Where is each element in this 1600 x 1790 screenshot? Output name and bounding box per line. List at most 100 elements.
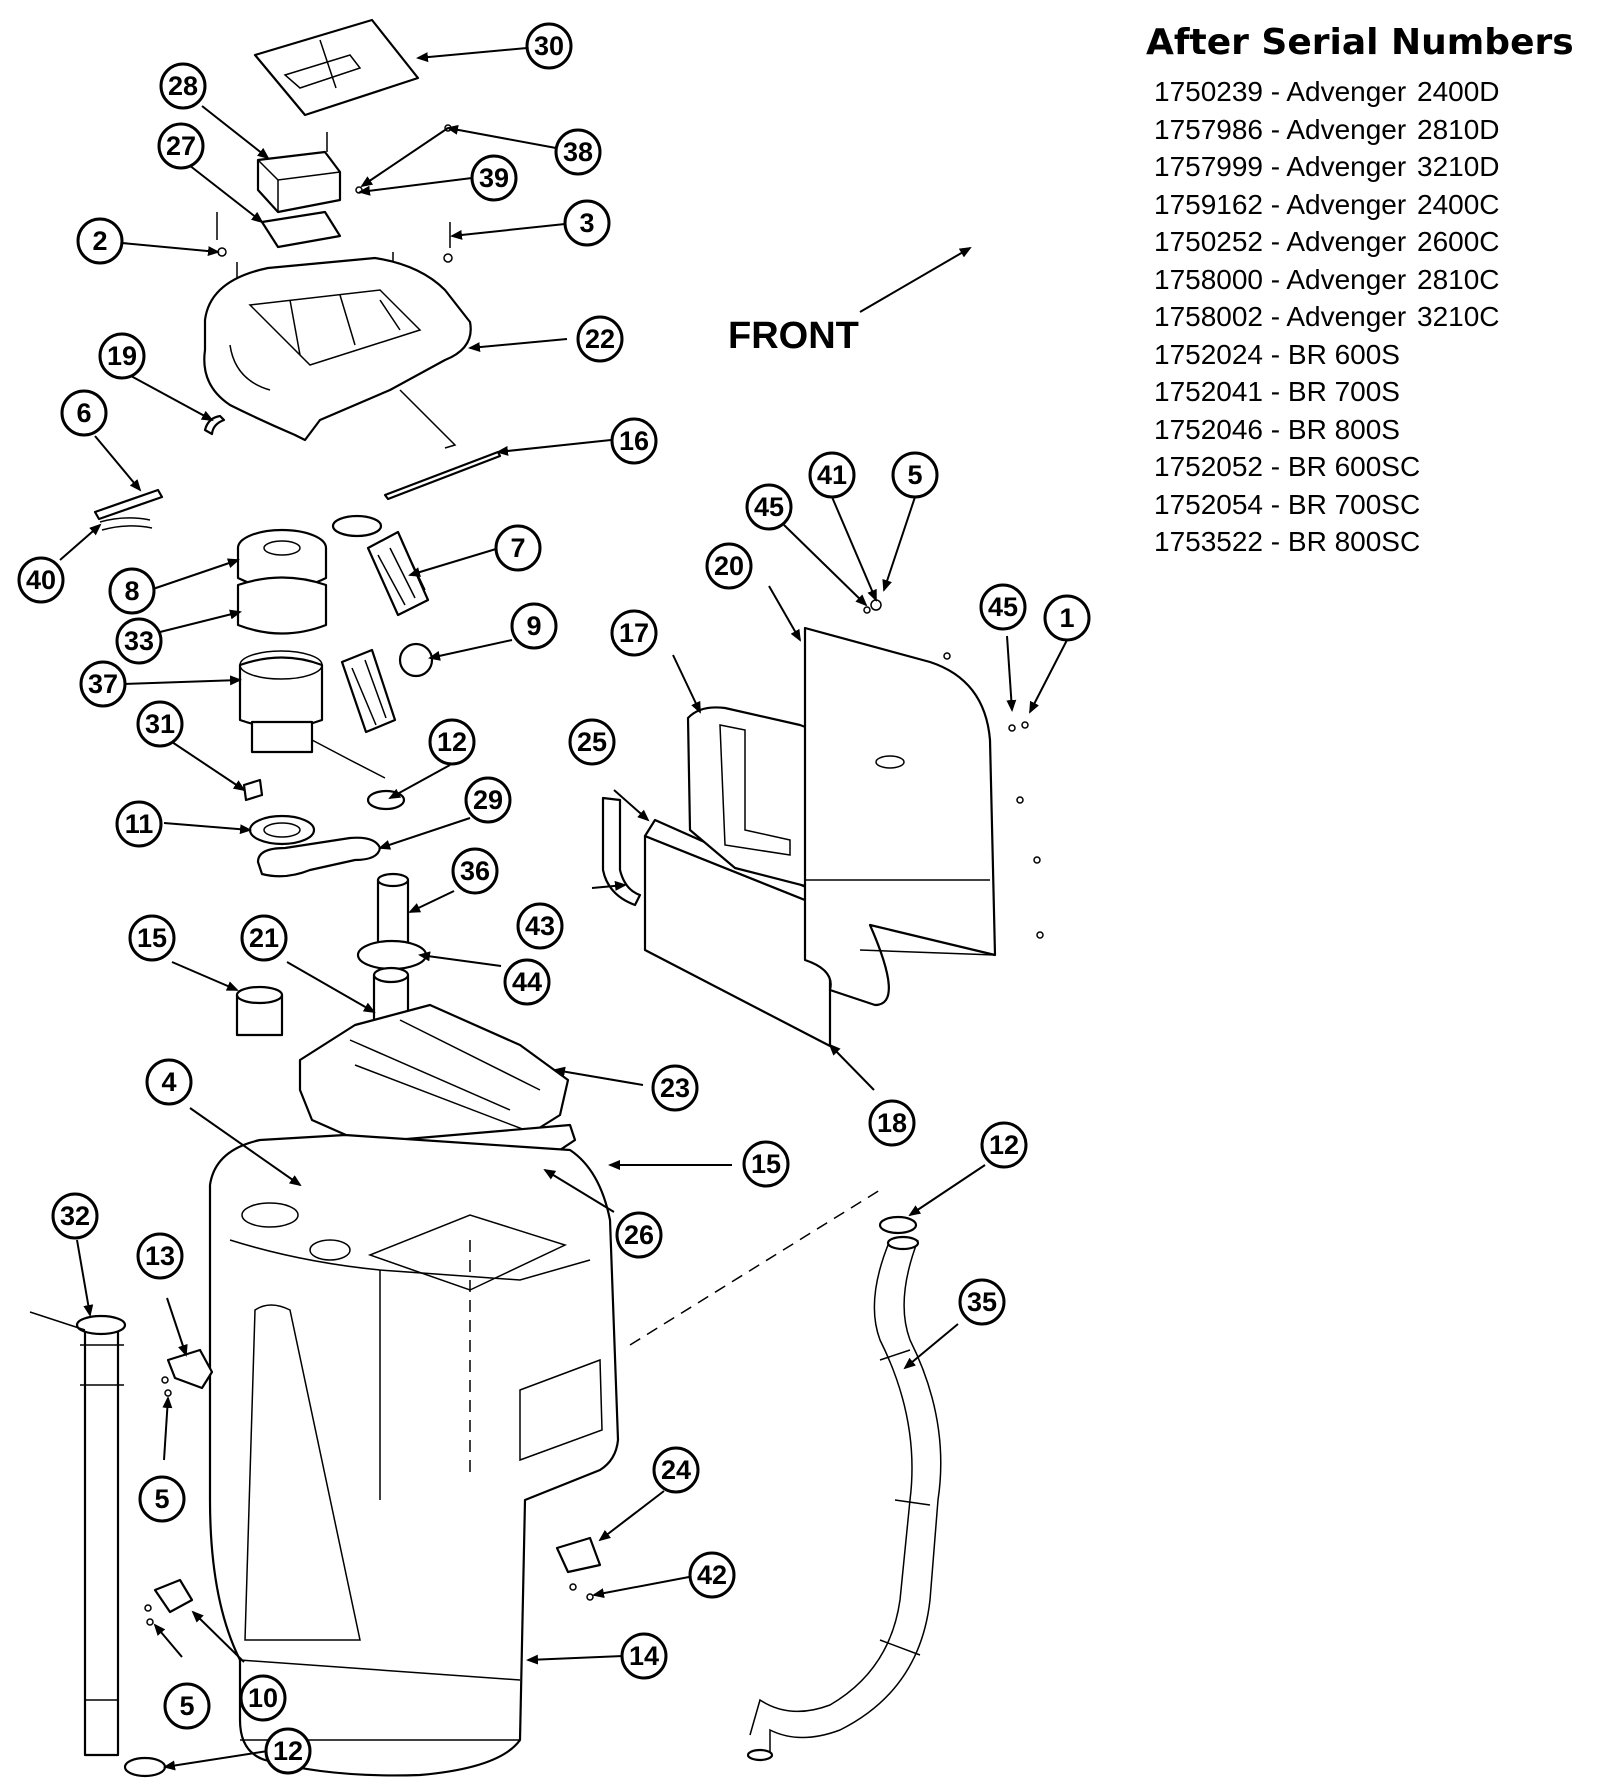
mount-bracket bbox=[555, 1536, 602, 1574]
callout-33: 33 bbox=[115, 617, 163, 665]
serial-row: 1750252 - Advenger 2600C bbox=[1154, 223, 1586, 261]
svg-text:33: 33 bbox=[124, 626, 154, 656]
svg-text:6: 6 bbox=[76, 398, 91, 428]
vacuum-head-housing bbox=[203, 256, 472, 449]
serial-title: After Serial Numbers bbox=[1146, 22, 1574, 63]
serial-desc: 1752046 - BR 800S bbox=[1154, 413, 1400, 445]
svg-text:28: 28 bbox=[168, 71, 198, 101]
callout-39: 39 bbox=[470, 154, 518, 202]
serial-desc: 1752052 - BR 600SC bbox=[1154, 451, 1421, 482]
svg-text:20: 20 bbox=[714, 551, 744, 581]
callout-40: 40 bbox=[17, 556, 65, 604]
callout-13: 13 bbox=[136, 1232, 184, 1280]
float-ball bbox=[398, 642, 434, 678]
svg-text:12: 12 bbox=[989, 1130, 1019, 1160]
hose-routing-dashed-line bbox=[469, 1189, 881, 1480]
svg-text:31: 31 bbox=[145, 709, 175, 739]
rod bbox=[93, 488, 164, 521]
svg-text:45: 45 bbox=[754, 492, 784, 522]
serial-row: 1752024 - BR 600S bbox=[1154, 336, 1586, 374]
svg-text:22: 22 bbox=[585, 324, 615, 354]
serial-model: 2600C bbox=[1417, 226, 1500, 257]
callout-44: 44 bbox=[503, 958, 551, 1006]
float-cylinder bbox=[235, 985, 284, 1037]
callout-5-upper: 5 bbox=[891, 451, 939, 499]
callout-21: 21 bbox=[240, 914, 288, 962]
callout-27: 27 bbox=[157, 122, 205, 170]
svg-text:38: 38 bbox=[563, 137, 593, 167]
back-plate bbox=[803, 626, 997, 1007]
callout-5-mid: 5 bbox=[138, 1475, 186, 1523]
svg-text:5: 5 bbox=[154, 1484, 169, 1514]
svg-text:14: 14 bbox=[629, 1641, 659, 1671]
callout-41: 41 bbox=[808, 451, 856, 499]
callout-38: 38 bbox=[554, 128, 602, 176]
vacuum-motor bbox=[238, 650, 386, 779]
callout-32: 32 bbox=[51, 1192, 99, 1240]
svg-text:11: 11 bbox=[125, 809, 154, 839]
serial-model: 2400C bbox=[1417, 188, 1500, 220]
svg-text:32: 32 bbox=[60, 1201, 90, 1231]
callout-36: 36 bbox=[451, 847, 499, 895]
long-wire bbox=[383, 450, 502, 501]
inlet-tube bbox=[376, 872, 410, 952]
svg-text:42: 42 bbox=[697, 1560, 727, 1590]
serial-desc: 1752041 - BR 700S bbox=[1154, 376, 1400, 407]
svg-text:41: 41 bbox=[817, 460, 847, 490]
part-drawings bbox=[29, 18, 1044, 1778]
upper-bracket bbox=[166, 1348, 214, 1390]
svg-text:15: 15 bbox=[751, 1149, 781, 1179]
callout-29: 29 bbox=[464, 776, 512, 824]
serial-desc: 1757986 - Advenger bbox=[1154, 113, 1407, 145]
serial-row: 1752046 - BR 800S bbox=[1154, 411, 1586, 449]
callout-9: 9 bbox=[510, 602, 558, 650]
filter-screen bbox=[340, 648, 397, 734]
small-hose bbox=[99, 517, 153, 531]
ring bbox=[331, 514, 383, 538]
bent-hose-piece bbox=[203, 414, 226, 436]
bracket-screws bbox=[144, 1376, 172, 1626]
svg-text:23: 23 bbox=[660, 1073, 690, 1103]
svg-text:10: 10 bbox=[248, 1683, 278, 1713]
svg-text:19: 19 bbox=[107, 341, 137, 371]
callout-8: 8 bbox=[108, 567, 156, 615]
leader-lines bbox=[59, 47, 1068, 1771]
callout-15-lower: 15 bbox=[742, 1140, 790, 1188]
callout-37: 37 bbox=[79, 660, 127, 708]
callout-18: 18 bbox=[868, 1099, 916, 1147]
serial-row: 1753522 - BR 800SC bbox=[1154, 523, 1586, 561]
drain-hose-clamp bbox=[123, 1756, 167, 1778]
serial-row: 1752052 - BR 600SC bbox=[1154, 448, 1586, 486]
callout-42: 42 bbox=[688, 1551, 736, 1599]
serial-desc: 1750252 - Advenger bbox=[1154, 226, 1407, 257]
svg-text:15: 15 bbox=[137, 923, 167, 953]
callout-28: 28 bbox=[159, 62, 207, 110]
svg-text:5: 5 bbox=[907, 460, 922, 490]
callout-10: 10 bbox=[239, 1674, 287, 1722]
top-cover-plate bbox=[253, 18, 420, 117]
callout-12-lower: 12 bbox=[264, 1727, 312, 1775]
serial-row: 1752041 - BR 700S bbox=[1154, 373, 1586, 411]
bracket-screw bbox=[569, 1583, 577, 1591]
serial-model: 3210D bbox=[1417, 151, 1500, 182]
svg-text:43: 43 bbox=[525, 911, 555, 941]
svg-text:16: 16 bbox=[619, 426, 649, 456]
callout-15-upper: 15 bbox=[128, 914, 176, 962]
svg-text:3: 3 bbox=[579, 208, 594, 238]
svg-text:44: 44 bbox=[512, 967, 542, 997]
svg-text:27: 27 bbox=[166, 131, 196, 161]
l-strip bbox=[601, 796, 642, 907]
serial-desc: 1752054 - BR 700SC bbox=[1154, 488, 1421, 520]
svg-text:17: 17 bbox=[619, 618, 649, 648]
callout-17: 17 bbox=[610, 609, 658, 657]
svg-text:8: 8 bbox=[124, 576, 139, 606]
svg-text:9: 9 bbox=[526, 611, 541, 641]
svg-text:37: 37 bbox=[88, 669, 118, 699]
svg-text:2: 2 bbox=[92, 226, 107, 256]
svg-text:7: 7 bbox=[510, 533, 525, 563]
callout-14: 14 bbox=[620, 1632, 668, 1680]
serial-desc: 1750239 - Advenger bbox=[1154, 76, 1407, 107]
